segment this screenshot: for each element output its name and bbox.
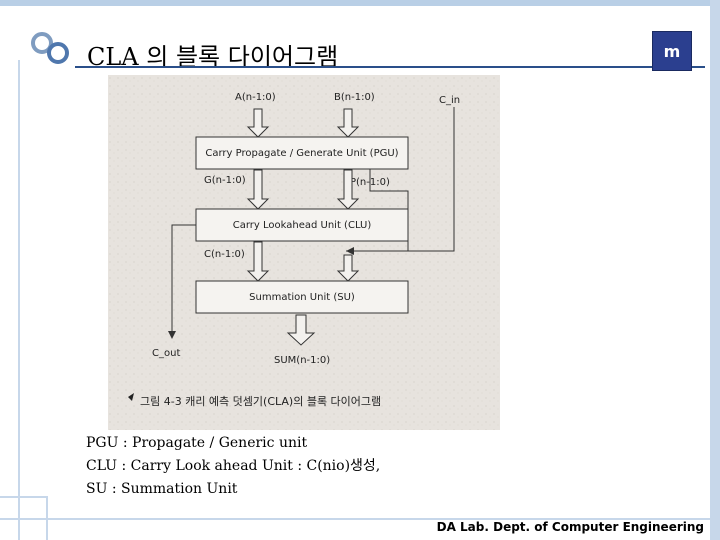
figure-caption: 그림 4-3 캐리 예측 덧셈기(CLA)의 블록 다이어그램: [140, 395, 381, 408]
description-line-pgu: PGU : Propagate / Generic unit: [86, 435, 308, 451]
cin-arrowhead: [346, 247, 354, 255]
arrow-g-to-clu: [246, 169, 270, 210]
su-block: [195, 280, 409, 314]
bottom-frame-line: [0, 518, 720, 520]
decorative-circles-icon: [31, 32, 69, 64]
clu-block: [195, 208, 409, 242]
pgu-label: Carry Propagate / Generate Unit (PGU): [205, 148, 398, 159]
arrow-c-to-su: [246, 241, 270, 282]
input-cin-label: C_in: [439, 95, 460, 106]
cla-block-diagram: A(n-1:0) B(n-1:0) C_in Carry Propagate /…: [108, 75, 500, 430]
title-underline: [75, 66, 705, 68]
clu-label: Carry Lookahead Unit (CLU): [233, 220, 372, 231]
arrow-p-to-clu: [336, 169, 360, 210]
cout-arrowhead: [168, 331, 176, 339]
caption-bullet-icon: [128, 393, 134, 401]
pgu-block: [195, 136, 409, 170]
scanned-figure: A(n-1:0) B(n-1:0) C_in Carry Propagate /…: [108, 75, 500, 430]
right-frame-band: [710, 0, 720, 540]
signal-c-label: C(n-1:0): [204, 249, 245, 260]
description-line-su: SU : Summation Unit: [86, 481, 238, 497]
input-b-label: B(n-1:0): [334, 92, 375, 103]
output-sum-label: SUM(n-1:0): [274, 355, 330, 366]
output-cout-label: C_out: [152, 348, 180, 359]
signal-g-label: G(n-1:0): [204, 175, 246, 186]
left-frame-line: [18, 60, 20, 540]
cin-line: [346, 107, 455, 252]
arrow-a-to-pgu: [246, 108, 270, 138]
input-a-label: A(n-1:0): [235, 92, 276, 103]
description-block: PGU : Propagate / Generic unit CLU : Car…: [86, 432, 380, 501]
logo-mark: m: [663, 41, 681, 61]
scan-background: [108, 75, 500, 430]
arrow-su-to-sum: [286, 314, 316, 346]
top-bar: [0, 0, 720, 6]
arrow-p-to-su: [336, 254, 360, 282]
footer-lab-name: DA Lab. Dept. of Computer Engineering: [436, 520, 704, 534]
arrow-b-to-pgu: [336, 108, 360, 138]
su-label: Summation Unit (SU): [249, 292, 355, 303]
cout-line: [171, 224, 196, 337]
description-line-clu: CLU : Carry Look ahead Unit : C(nio)생성,: [86, 458, 381, 474]
university-logo: m: [652, 31, 692, 71]
